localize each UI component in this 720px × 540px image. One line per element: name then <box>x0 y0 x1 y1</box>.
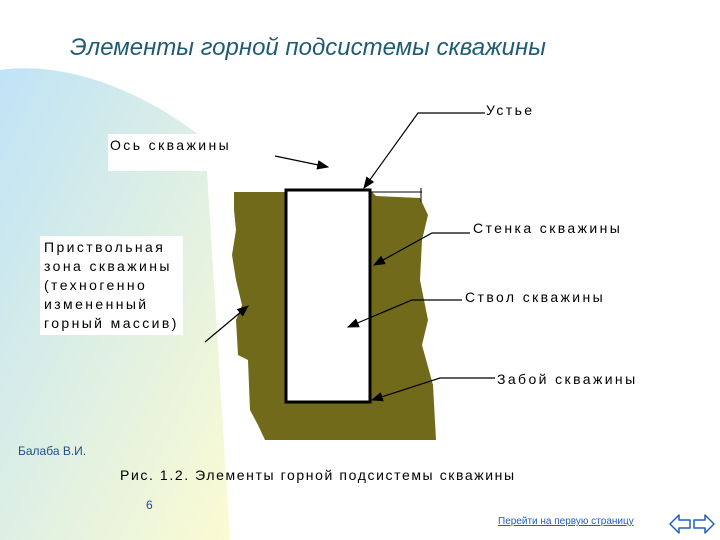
label-stvol: Ствол скважины <box>465 288 606 307</box>
nav-controls <box>669 514 715 534</box>
leader-stvol <box>346 299 462 328</box>
page-number: 6 <box>146 498 153 512</box>
first-page-link[interactable]: Перейти на первую страницу <box>498 516 634 527</box>
label-stenka: Стенка скважины <box>473 219 623 238</box>
label-zone-line: Приствольная <box>44 239 166 255</box>
label-zone-line: зона скважины <box>44 258 172 274</box>
label-zone-line: горный массив) <box>44 315 179 331</box>
nav-back-icon[interactable] <box>669 514 691 534</box>
leader-stenka <box>372 232 470 266</box>
label-ustye: Устье <box>486 101 535 120</box>
nav-forward-icon[interactable] <box>693 514 715 534</box>
leader-ustye <box>363 112 485 189</box>
leader-os <box>274 155 330 170</box>
label-zaboy: Забой скважины <box>497 370 638 389</box>
leader-zone <box>204 305 249 343</box>
page-title: Элементы горной подсистемы скважины <box>70 34 546 61</box>
figure-caption: Рис. 1.2. Элементы горной подсистемы скв… <box>120 467 516 483</box>
leader-zaboy <box>370 377 495 402</box>
borehole <box>284 188 372 404</box>
label-zone-line: (техногенно <box>44 277 148 293</box>
label-os: Ось скважины <box>108 134 236 171</box>
author: Балаба В.И. <box>18 444 87 458</box>
label-zone: Приствольная зона скважины (техногенно и… <box>40 236 183 335</box>
label-zone-line: измененный <box>44 296 149 312</box>
